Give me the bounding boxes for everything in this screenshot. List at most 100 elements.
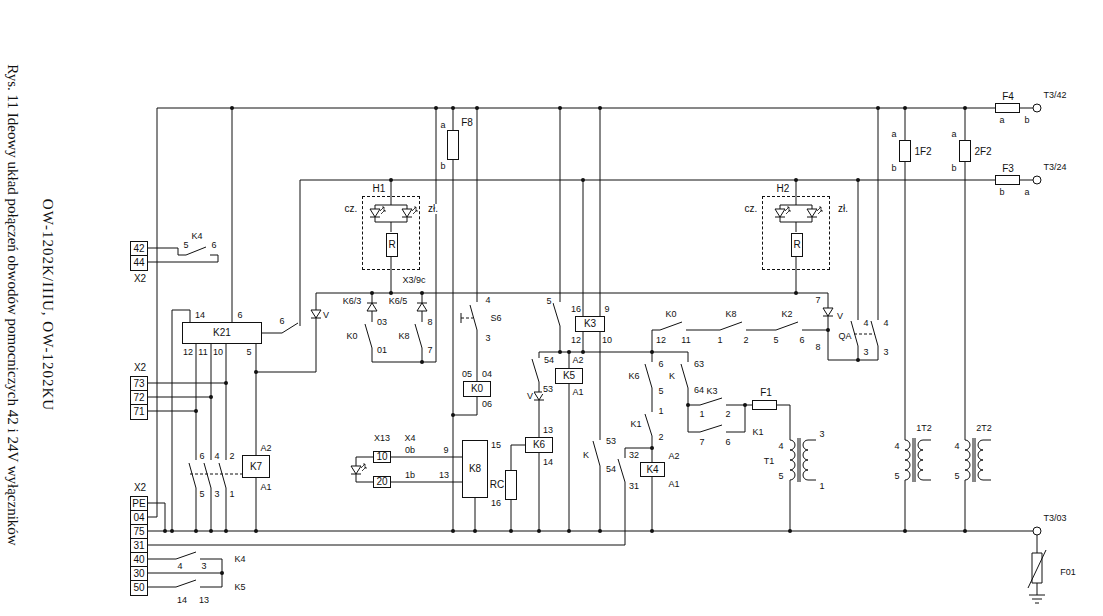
pin-label: 5 xyxy=(657,386,664,396)
pin-label: F01 xyxy=(1059,567,1077,577)
part-name: F1 xyxy=(759,388,773,398)
diode-symbol xyxy=(823,316,833,317)
wire xyxy=(600,108,601,316)
part-name: R xyxy=(793,240,800,250)
pin-label: 5 xyxy=(182,240,189,250)
wire xyxy=(232,108,233,322)
junction-dot xyxy=(254,529,258,533)
pin-label: 4 xyxy=(893,441,900,451)
part-name: K5 xyxy=(563,371,575,381)
junction-dot xyxy=(509,529,513,533)
led-symbol xyxy=(775,209,785,217)
part-name: cz. xyxy=(344,204,359,214)
pin-label: 6 xyxy=(278,316,285,326)
terminal-number: 72 xyxy=(131,391,147,405)
wire xyxy=(219,463,226,488)
wire xyxy=(700,398,722,405)
transformer-lead xyxy=(983,440,991,480)
wire xyxy=(262,333,282,334)
terminal-number: 04 xyxy=(131,511,147,525)
junction-dot xyxy=(389,291,393,295)
pin-label: 16 xyxy=(490,498,502,508)
pin-label: K4 xyxy=(190,231,203,241)
pin-label: X13 xyxy=(373,433,391,443)
wire xyxy=(660,322,682,330)
pin-label: 5 xyxy=(245,347,252,357)
pin-label: 10 xyxy=(601,335,613,345)
wire xyxy=(415,324,422,348)
pin-label: A2 xyxy=(667,451,680,461)
terminal-number: 30 xyxy=(131,567,147,581)
wire xyxy=(148,573,222,574)
light-arrow xyxy=(785,207,790,214)
wire xyxy=(148,248,186,255)
mechanical-link xyxy=(461,318,473,319)
relay-box: K7 xyxy=(242,455,270,478)
pin-label: V xyxy=(526,391,534,401)
terminal-strip-name: X2 xyxy=(133,274,147,284)
part-name: K7 xyxy=(250,462,262,472)
pin-label: 1 xyxy=(228,489,235,499)
fuse-box: 1F2 xyxy=(899,140,911,162)
pin-label: a xyxy=(890,129,897,139)
wire xyxy=(422,348,423,362)
wire xyxy=(600,332,601,440)
junction-dot xyxy=(581,350,585,354)
part-name: K6 xyxy=(533,440,545,450)
part-name: 20 xyxy=(376,477,387,487)
junction-dot xyxy=(537,529,541,533)
pin-label: 1b xyxy=(404,470,416,480)
pin-label: K6/5 xyxy=(388,296,409,306)
fuse-box: 2F2 xyxy=(959,140,971,162)
transformer-winding xyxy=(965,440,970,480)
wire xyxy=(726,405,745,406)
junction-dot xyxy=(370,291,374,295)
wire xyxy=(652,388,653,412)
part-name: 2F2 xyxy=(973,147,992,157)
pin-label: 13 xyxy=(542,425,554,435)
wire xyxy=(148,531,1033,532)
pin-label: 5 xyxy=(893,471,900,481)
pin-label: 2 xyxy=(228,451,235,461)
wire xyxy=(688,432,700,433)
junction-dot xyxy=(581,178,585,182)
part-name: H1 xyxy=(372,184,387,194)
terminal-circle xyxy=(1033,527,1041,535)
part-name: RC xyxy=(489,480,505,490)
wire xyxy=(372,311,373,322)
wire xyxy=(1029,595,1045,596)
wire xyxy=(583,332,584,352)
pin-label: K6 xyxy=(627,371,640,381)
pin-label: 7 xyxy=(814,295,821,305)
pin-label: 1 xyxy=(716,335,723,345)
wire xyxy=(780,205,812,206)
wire xyxy=(720,322,742,330)
pin-label: 12 xyxy=(655,335,667,345)
led-symbol xyxy=(402,217,412,218)
pin-label: 2 xyxy=(657,432,664,442)
part-name: zł. xyxy=(427,204,439,214)
wire xyxy=(189,463,196,488)
fuse-box: F4 xyxy=(995,103,1020,113)
diode-symbol xyxy=(311,318,321,319)
pin-label: K xyxy=(668,371,676,381)
pin-label: 6 xyxy=(724,437,731,447)
pin-label: 11 xyxy=(197,347,208,357)
part-name: F4 xyxy=(1001,92,1015,102)
pin-label: 0b xyxy=(404,445,416,455)
junction-dot xyxy=(558,106,562,110)
pin-label: 04 xyxy=(481,369,493,379)
pin-label: 64 xyxy=(693,385,705,395)
wire xyxy=(300,180,995,181)
wire-connector xyxy=(391,482,462,483)
pin-label: V xyxy=(836,311,844,321)
wire xyxy=(1020,108,1033,109)
junction-dot xyxy=(209,395,213,399)
pin-label: K xyxy=(582,450,590,460)
pin-label: K2 xyxy=(780,309,793,319)
wire xyxy=(375,205,407,206)
junction-dot xyxy=(475,106,479,110)
pin-label: 4 xyxy=(213,451,220,461)
relay-box: K3 xyxy=(575,316,605,332)
pin-label: 3 xyxy=(213,489,220,499)
